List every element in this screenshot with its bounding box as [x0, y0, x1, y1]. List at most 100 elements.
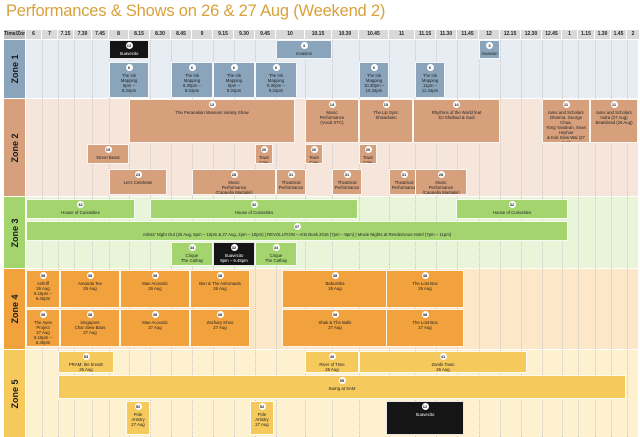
event-label: Music Performance (Vocal XTC)	[319, 110, 345, 125]
event-label: Mae Acoustic 27 Aug	[142, 320, 168, 330]
event-label: Iams and Scholars Dharma, George Chua, Y…	[545, 110, 587, 143]
time-column-header: 10.30	[332, 30, 359, 39]
time-column-header: 7.30	[74, 30, 92, 39]
event-number-badge: 12	[125, 42, 133, 49]
event-number-badge: 11	[562, 101, 570, 108]
time-column-header: 1.15	[578, 30, 595, 39]
event-label: Shak & The Balls 27 Aug	[318, 320, 352, 330]
column-guide-line	[627, 40, 628, 437]
event-number-badge: 53	[82, 353, 90, 360]
time-column-header: 8.15	[129, 30, 150, 39]
event-number-badge: 52	[258, 403, 266, 410]
event-number-badge: 32	[230, 244, 238, 251]
event-label: The Lost Box 27 Aug	[412, 320, 438, 330]
time-column-header: 8	[109, 30, 129, 39]
time-column-header: 9	[192, 30, 213, 39]
event-number-badge: 12	[421, 403, 429, 410]
event-number-badge: 40	[328, 353, 336, 360]
event-label: Theatrical Performance	[278, 180, 304, 190]
event-number-badge: 38	[331, 311, 339, 318]
time-column-header: 11	[389, 30, 415, 39]
event-number-badge: 38	[86, 311, 94, 318]
event-label: Theatrical Performance	[334, 180, 360, 190]
event-label: Music Performance (Cappella Martialis)	[215, 180, 253, 195]
event-label: Suavecito 9pm – 9.45pm	[220, 253, 248, 263]
event-label: Let's Celebrate	[123, 180, 153, 185]
zone-label-text: Zone 2	[9, 132, 20, 163]
event-label: Suavecito	[119, 51, 139, 56]
event-number-badge: 32	[250, 201, 258, 208]
time-column-header: 11.15	[415, 30, 436, 39]
event-number-badge: 41	[439, 353, 447, 360]
event-label: Cirque The Cathay	[264, 253, 288, 263]
event-number-badge: 11	[610, 101, 618, 108]
event-number-badge: 38	[151, 311, 159, 318]
event-number-badge: 16	[453, 101, 460, 108]
event-number-badge: 38	[86, 272, 94, 279]
event-number-badge: 20	[260, 146, 268, 153]
event-number-badge: 6	[230, 64, 238, 71]
event-label: Ben & The Astronauts 26 Aug	[199, 281, 241, 291]
time-column-header: 1.30	[595, 30, 611, 39]
time-column-header: 8.45	[171, 30, 192, 39]
time-column-header: 11.45	[457, 30, 479, 39]
event-label: Ashriff 26 Aug 6.15pm – 6.45pm	[34, 281, 52, 301]
event-label: Music Performance (Cappella Martialis)	[422, 180, 460, 195]
event-label: Theatrical Performance	[391, 180, 417, 190]
time-column-header: 7.45	[92, 30, 109, 39]
column-guide-line	[611, 40, 612, 437]
event-label: Amanda Tee 26 Aug	[77, 281, 103, 291]
